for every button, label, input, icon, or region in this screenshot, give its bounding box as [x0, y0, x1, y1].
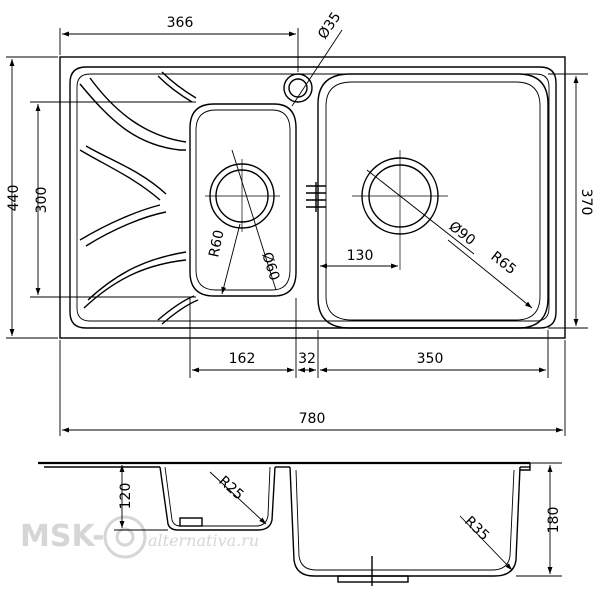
- sink-inner-rim-2: [76, 73, 550, 322]
- dim-main-bowl-radius: R65: [488, 249, 520, 279]
- dim-side-small-bowl-depth: 120: [118, 483, 134, 510]
- dim-side-small-bowl-radius: R25: [215, 473, 246, 503]
- watermark-at-icon: [103, 515, 147, 559]
- tap-hole: [283, 73, 313, 103]
- watermark-sub: alternativa.ru: [148, 531, 259, 550]
- dim-main-drain-offset: 130: [347, 248, 374, 264]
- dim-main-bowl-depth: 370: [578, 189, 594, 216]
- main-bowl-inner: [325, 81, 541, 321]
- dim-overall-depth: 440: [6, 185, 22, 212]
- dim-main-bowl-offset: 366: [167, 15, 194, 31]
- dim-small-bowl-width: 162: [229, 351, 256, 367]
- small-bowl-outline: [189, 103, 297, 297]
- main-bowl-outline: [317, 73, 549, 329]
- sink-inner-rim: [69, 66, 557, 329]
- dim-small-bowl-radius: R60: [206, 229, 227, 259]
- main-drain: [352, 150, 448, 270]
- watermark: MSK- alternativa.ru: [20, 515, 259, 559]
- sink-outer-outline: [59, 56, 566, 339]
- dim-side-main-bowl-radius: R35: [461, 513, 492, 544]
- watermark-brand: MSK-: [20, 519, 105, 554]
- dim-tap-hole-dia: Ø35: [315, 9, 344, 42]
- dim-overall-width: 780: [299, 411, 326, 427]
- dim-small-drain-dia: Ø60: [258, 250, 282, 282]
- top-view: 366 Ø35 440 300 370 130 Ø90 R65 R60: [6, 9, 594, 436]
- small-drain: [205, 159, 280, 232]
- overflow-grille: [306, 182, 326, 212]
- small-bowl-inner: [195, 109, 291, 291]
- dim-divider-width: 32: [298, 351, 316, 367]
- side-view: 120 180 R25 R35: [38, 461, 562, 586]
- drainer-grooves: [79, 71, 199, 325]
- side-main-bowl: [289, 466, 521, 577]
- dim-side-main-bowl-depth: 180: [546, 507, 562, 534]
- side-small-bowl: [159, 466, 276, 531]
- dim-main-bowl-width: 350: [417, 351, 444, 367]
- dim-drainer-depth: 300: [34, 187, 50, 214]
